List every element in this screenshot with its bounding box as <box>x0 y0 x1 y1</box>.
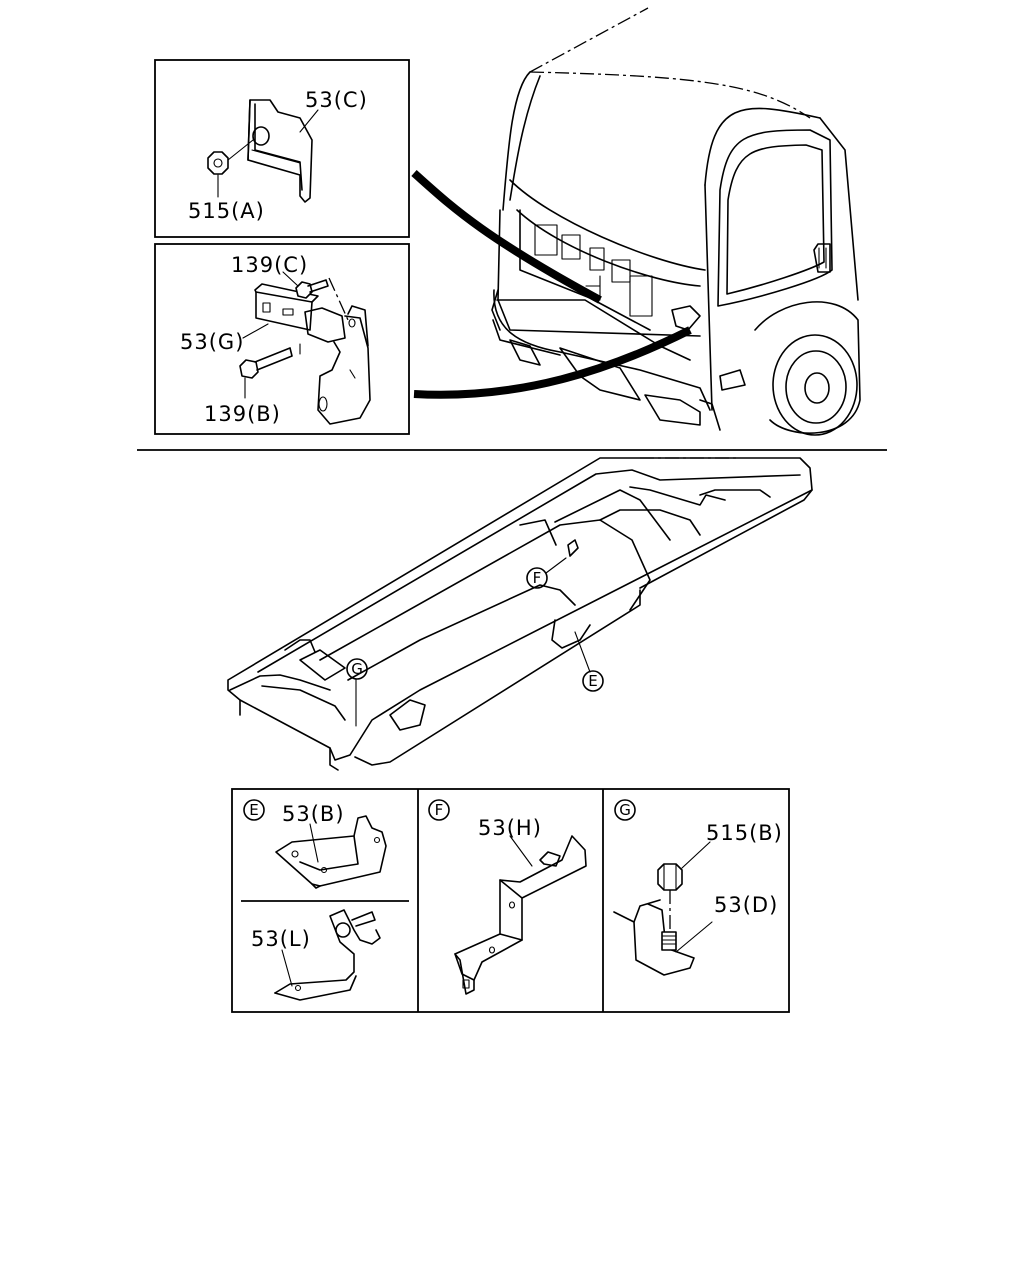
nut-515a-drawing <box>207 139 254 175</box>
svg-text:E: E <box>588 672 597 690</box>
svg-text:E: E <box>249 801 258 819</box>
bracket-53b-drawing <box>275 815 387 889</box>
label-515a: 515(A) <box>188 199 265 223</box>
bolt-139b-drawing <box>239 343 301 379</box>
label-139c: 139(C) <box>231 253 308 277</box>
label-53d: 53(D) <box>714 893 778 917</box>
inset-box-53c <box>154 59 410 238</box>
leader-53l <box>281 949 293 987</box>
frame-marker-g: G <box>346 658 368 727</box>
detail-panels-frame <box>231 788 790 1013</box>
svg-text:F: F <box>435 801 444 819</box>
leader-53d <box>675 921 713 953</box>
label-53h: 53(H) <box>478 816 542 840</box>
callout-arc-upper <box>411 170 602 304</box>
leader-139c <box>282 271 299 287</box>
bracket-53h-drawing <box>454 835 587 995</box>
truck-cab-drawing <box>491 7 861 436</box>
svg-text:G: G <box>351 660 363 678</box>
leader-515b <box>681 841 711 869</box>
panel-e-marker: E <box>243 799 265 821</box>
nut-515b-drawing <box>657 863 683 932</box>
leader-53h <box>509 835 533 867</box>
leader-53g <box>242 323 269 339</box>
leader-53b <box>309 823 319 863</box>
leader-53c <box>299 109 319 133</box>
label-515b: 515(B) <box>706 821 783 845</box>
inset-box-53g <box>154 243 410 435</box>
bracket-53c-drawing <box>247 99 313 203</box>
panel-f-marker: F <box>428 799 450 821</box>
bolt-139c-drawing <box>295 279 329 299</box>
bracket-53d-drawing <box>613 899 695 976</box>
detail-panel-dividers <box>241 789 604 1012</box>
chassis-frame-drawing <box>227 457 813 771</box>
frame-marker-f: F <box>526 557 567 589</box>
bracket-53g-drawing <box>254 277 371 425</box>
label-53g: 53(G) <box>180 330 244 354</box>
panel-g-marker: G <box>614 799 636 821</box>
svg-text:F: F <box>533 569 542 587</box>
svg-text:G: G <box>619 801 631 819</box>
bracket-53l-drawing <box>274 909 381 1001</box>
frame-marker-e: E <box>574 631 604 692</box>
label-139b: 139(B) <box>204 402 281 426</box>
label-53c: 53(C) <box>305 88 368 112</box>
label-53l: 53(L) <box>251 927 311 951</box>
label-53b: 53(B) <box>282 802 345 826</box>
